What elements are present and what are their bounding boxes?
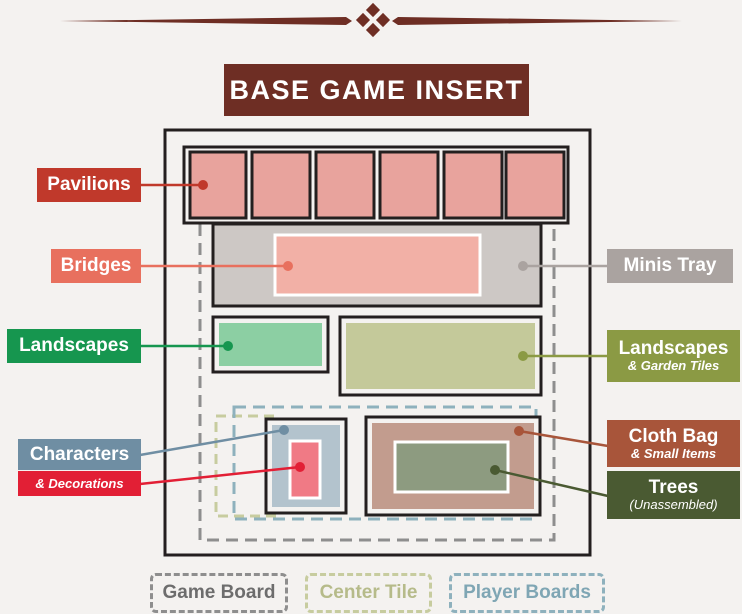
label-landscapes-left: Landscapes [7,329,141,363]
pavilion-slot-4 [378,150,440,220]
pavilion-slot-3 [314,150,376,220]
diamond-ornament-icon [355,2,391,38]
legend-center-tile-text: Center Tile [319,582,418,603]
legend-center-tile: Center Tile [305,573,432,613]
legend-player-boards-text: Player Boards [463,582,591,603]
trees-tile [393,440,510,494]
label-cloth-bag: Cloth Bag & Small Items [607,420,740,467]
label-minis-tray: Minis Tray [607,249,733,283]
outer-box [163,128,592,557]
label-bridges: Bridges [51,249,141,283]
label-bridges-text: Bridges [60,255,132,276]
label-pavilions: Pavilions [37,168,141,202]
pavilion-slot-6 [504,150,566,220]
pavilion-slot-2 [250,150,312,220]
legend-game-board: Game Board [150,573,288,613]
label-trees-text: Trees [648,477,699,498]
label-pavilions-text: Pavilions [47,174,131,195]
label-unassembled-text: (Unassembled) [629,497,718,512]
pavilion-slot-5 [442,150,504,220]
player-boards-outline [232,405,538,521]
label-landscapes-right: Landscapes & Garden Tiles [607,330,740,382]
label-trees: Trees (Unassembled) [607,471,740,519]
label-decorations-text: & Decorations [35,475,124,491]
label-minis-tray-text: Minis Tray [623,255,717,276]
label-cloth-bag-text: Cloth Bag [628,425,719,447]
label-characters-text: Characters [29,443,130,465]
label-landscapes-right-text: Landscapes [618,338,729,359]
label-decorations: & Decorations [18,471,141,496]
label-landscapes-left-text: Landscapes [19,335,129,356]
decorations-tile [288,439,322,500]
label-garden-tiles-text: & Garden Tiles [627,358,720,373]
label-characters: Characters [18,439,141,470]
legend-game-board-text: Game Board [162,582,276,603]
bridges-tile [273,233,482,297]
page-title: BASE GAME INSERT [224,64,529,116]
header-divider [60,2,682,38]
legend-player-boards: Player Boards [449,573,605,613]
label-small-items-text: & Small Items [630,445,717,461]
